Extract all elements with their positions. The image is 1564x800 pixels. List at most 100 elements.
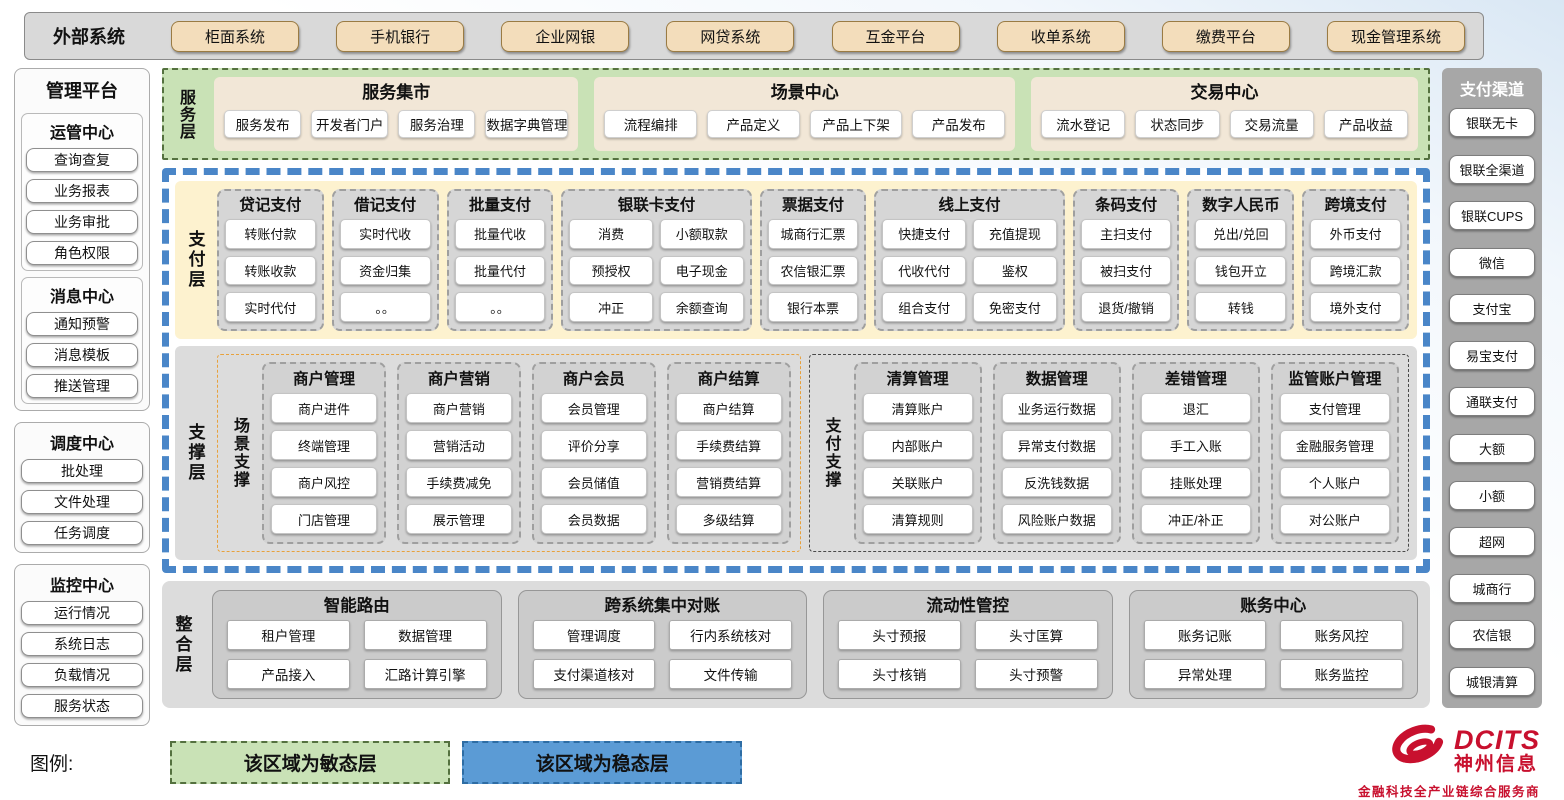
support-item[interactable]: 门店管理	[271, 504, 377, 534]
support-item[interactable]: 关联账户	[862, 467, 973, 497]
payment-channel-button[interactable]: 城银清算	[1449, 666, 1535, 696]
payment-item[interactable]: 退货/撤销	[1080, 292, 1172, 322]
service-market-item[interactable]: 服务发布	[224, 110, 302, 138]
payment-item[interactable]: 充值提现	[973, 219, 1057, 249]
support-item[interactable]: 商户风控	[271, 467, 377, 497]
ops-center-item[interactable]: 业务报表	[26, 179, 138, 203]
payment-item[interactable]: 外币支付	[1310, 219, 1402, 249]
payment-channel-button[interactable]: 支付宝	[1449, 294, 1535, 324]
scene-center-item[interactable]: 产品定义	[707, 110, 800, 138]
payment-item[interactable]: 钱包开立	[1195, 255, 1287, 286]
integration-item[interactable]: 头寸预报	[838, 620, 961, 650]
payment-item[interactable]: 转钱	[1195, 292, 1287, 322]
payment-channel-button[interactable]: 大额	[1449, 434, 1535, 464]
payment-item[interactable]: 电子现金	[659, 255, 744, 286]
external-system-button[interactable]: 柜面系统	[171, 20, 299, 52]
payment-item[interactable]: 代收代付	[882, 255, 967, 286]
support-item[interactable]: 支付管理	[1279, 393, 1390, 423]
payment-item[interactable]: 余额查询	[659, 292, 744, 322]
payment-item[interactable]: 。。	[339, 292, 431, 322]
payment-item[interactable]: 实时代付	[225, 292, 316, 322]
support-item[interactable]: 业务运行数据	[1001, 393, 1112, 423]
payment-item[interactable]: 预授权	[569, 255, 653, 286]
trade-center-item[interactable]: 状态同步	[1135, 110, 1220, 138]
payment-item[interactable]: 被扫支付	[1080, 255, 1172, 286]
support-item[interactable]: 营销活动	[405, 430, 512, 460]
integration-item[interactable]: 产品接入	[227, 659, 350, 689]
payment-item[interactable]: 小额取款	[659, 219, 744, 249]
support-item[interactable]: 展示管理	[405, 504, 512, 534]
support-item[interactable]: 会员储值	[540, 467, 647, 497]
trade-center-item[interactable]: 交易流量	[1229, 110, 1314, 138]
payment-channel-button[interactable]: 农信银	[1449, 620, 1535, 650]
support-item[interactable]: 反洗钱数据	[1001, 467, 1112, 497]
support-item[interactable]: 退汇	[1140, 393, 1251, 423]
support-item[interactable]: 手续费减免	[405, 467, 512, 497]
integration-item[interactable]: 文件传输	[669, 659, 792, 689]
payment-item[interactable]: 批量代付	[454, 255, 546, 286]
support-item[interactable]: 会员数据	[540, 504, 647, 534]
support-item[interactable]: 商户结算	[675, 393, 782, 423]
external-system-button[interactable]: 缴费平台	[1161, 20, 1290, 52]
payment-channel-button[interactable]: 易宝支付	[1449, 340, 1535, 370]
ops-center-item[interactable]: 业务审批	[26, 210, 138, 234]
support-item[interactable]: 终端管理	[271, 430, 377, 460]
payment-channel-button[interactable]: 银联全渠道	[1449, 154, 1535, 184]
payment-channel-button[interactable]: 银联CUPS	[1449, 201, 1535, 231]
support-item[interactable]: 会员管理	[540, 393, 647, 423]
external-system-button[interactable]: 企业网银	[501, 20, 630, 52]
payment-item[interactable]: 冲正	[569, 292, 653, 322]
support-item[interactable]: 多级结算	[675, 504, 782, 534]
monitor-center-item[interactable]: 负载情况	[21, 663, 143, 687]
support-item[interactable]: 清算规则	[862, 504, 973, 534]
payment-item[interactable]: 资金归集	[339, 255, 431, 286]
payment-item[interactable]: 组合支付	[882, 292, 967, 322]
service-market-item[interactable]: 服务治理	[398, 110, 476, 138]
payment-item[interactable]: 批量代收	[454, 219, 546, 249]
support-item[interactable]: 商户进件	[271, 393, 377, 423]
payment-item[interactable]: 境外支付	[1310, 292, 1402, 322]
monitor-center-item[interactable]: 服务状态	[21, 694, 143, 718]
support-item[interactable]: 金融服务管理	[1279, 430, 1390, 460]
payment-item[interactable]: 实时代收	[339, 219, 431, 249]
schedule-center-item[interactable]: 文件处理	[21, 490, 143, 514]
service-market-item[interactable]: 数据字典管理	[485, 110, 569, 138]
integration-item[interactable]: 数据管理	[363, 620, 487, 650]
payment-channel-button[interactable]: 小额	[1449, 480, 1535, 510]
support-item[interactable]: 清算账户	[862, 393, 973, 423]
payment-item[interactable]: 主扫支付	[1080, 219, 1172, 249]
scene-center-item[interactable]: 产品发布	[912, 110, 1006, 138]
trade-center-item[interactable]: 流水登记	[1041, 110, 1126, 138]
payment-item[interactable]: 快捷支付	[882, 219, 967, 249]
trade-center-item[interactable]: 产品收益	[1323, 110, 1409, 138]
integration-item[interactable]: 异常处理	[1143, 659, 1267, 689]
payment-item[interactable]: 跨境汇款	[1310, 255, 1402, 286]
support-item[interactable]: 异常支付数据	[1001, 430, 1112, 460]
monitor-center-item[interactable]: 运行情况	[21, 601, 143, 625]
message-center-item[interactable]: 消息模板	[26, 343, 138, 367]
integration-item[interactable]: 账务记账	[1143, 620, 1267, 650]
integration-item[interactable]: 汇路计算引擎	[363, 659, 487, 689]
payment-item[interactable]: 转账付款	[225, 219, 316, 249]
monitor-center-item[interactable]: 系统日志	[21, 632, 143, 656]
external-system-button[interactable]: 互金平台	[831, 20, 960, 52]
payment-item[interactable]: 银行本票	[767, 292, 859, 322]
scene-center-item[interactable]: 产品上下架	[809, 110, 903, 138]
external-system-button[interactable]: 网贷系统	[666, 20, 795, 52]
support-item[interactable]: 风险账户数据	[1001, 504, 1112, 534]
payment-item[interactable]: 农信银汇票	[767, 255, 859, 286]
integration-item[interactable]: 管理调度	[532, 620, 656, 650]
payment-item[interactable]: 转账收款	[225, 255, 316, 286]
support-item[interactable]: 手续费结算	[675, 430, 782, 460]
support-item[interactable]: 对公账户	[1279, 504, 1390, 534]
payment-channel-button[interactable]: 微信	[1449, 247, 1535, 277]
external-system-button[interactable]: 现金管理系统	[1326, 20, 1465, 52]
integration-item[interactable]: 行内系统核对	[669, 620, 792, 650]
payment-item[interactable]: 。。	[454, 292, 546, 322]
scene-center-item[interactable]: 流程编排	[604, 110, 698, 138]
payment-item[interactable]: 鉴权	[973, 255, 1057, 286]
payment-channel-button[interactable]: 城商行	[1449, 573, 1535, 603]
support-item[interactable]: 挂账处理	[1140, 467, 1251, 497]
support-item[interactable]: 内部账户	[862, 430, 973, 460]
payment-item[interactable]: 城商行汇票	[767, 219, 859, 249]
